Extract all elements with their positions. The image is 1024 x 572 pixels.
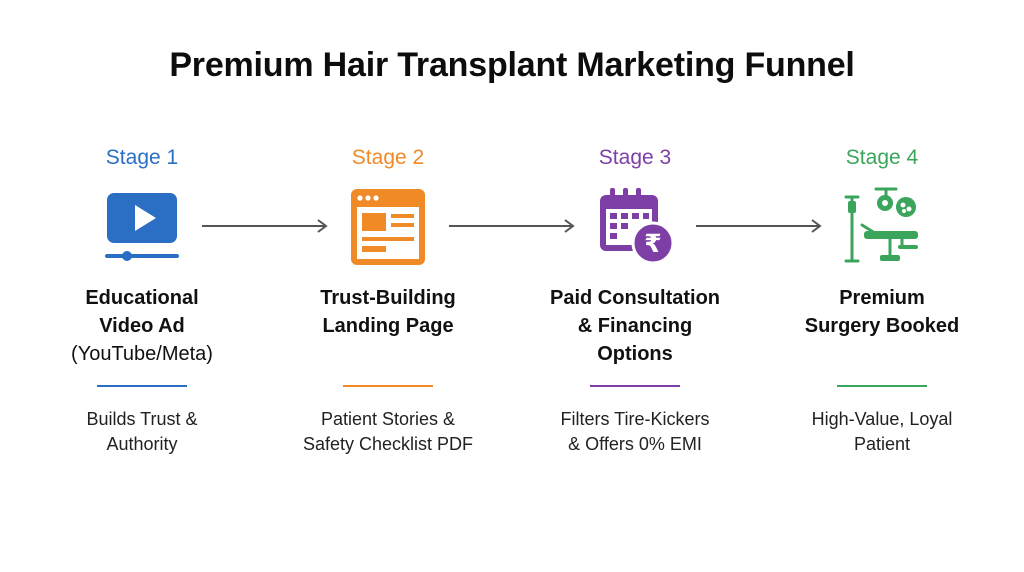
stage-4-heading-line1: Premium [839,287,925,309]
stage-1-heading: Educational Video Ad (YouTube/Meta) [27,284,257,368]
stage-2-heading: Trust-Building Landing Page [273,284,503,340]
stage-4-label: Stage 4 [845,146,919,169]
stage-3-heading-line3: Options [597,343,673,365]
stage-1-heading-line1: Educational [85,287,199,309]
stage-2-desc-line1: Patient Stories & [320,409,456,429]
surgery-table-icon [840,185,924,269]
stage-3-label: Stage 3 [598,146,672,169]
stage-3-divider [590,385,680,387]
stage-3-heading-line2: & Financing [577,315,693,337]
stage-2-label: Stage 2 [351,146,425,169]
stage-2: Stage 2 Trust-Building Landing Page Pati… [273,0,503,572]
arrow-right-icon [696,219,822,233]
stage-3-heading: Paid Consultation & Financing Options [520,284,750,368]
stage-3-desc-line2: & Offers 0% EMI [568,434,702,454]
diagram-title: Premium Hair Transplant Marketing Funnel [169,46,855,84]
stage-1-divider [97,385,187,387]
landing-page-icon [346,185,430,269]
stage-2-desc-line2: Safety Checklist PDF [302,434,474,454]
stage-4-divider [837,385,927,387]
stage-4: Stage 4 Premium Surgery Bo [767,0,997,572]
stage-4-desc-line1: High-Value, Loyal [811,409,953,429]
stage-3-heading-line1: Paid Consultation [550,287,720,309]
stage-2-heading-line1: Trust-Building [320,287,456,309]
stage-1-description: Builds Trust & Authority [27,407,257,457]
stage-3: Stage 3 ₹ Paid Consultation & Financing … [520,0,750,572]
stage-1-label: Stage 1 [105,146,179,169]
stage-4-heading: Premium Surgery Booked [767,284,997,340]
arrow-right-icon [202,219,328,233]
stage-3-description: Filters Tire-Kickers & Offers 0% EMI [520,407,750,457]
video-play-icon [100,185,184,269]
stage-4-desc-line2: Patient [853,434,911,454]
stage-4-heading-line2: Surgery Booked [804,315,960,337]
stage-4-description: High-Value, Loyal Patient [767,407,997,457]
stage-1-heading-sub: (YouTube/Meta) [71,343,213,365]
stage-1: Stage 1 Educational Video Ad (YouTube/Me… [27,0,257,572]
stage-1-heading-line2: Video Ad [99,315,185,337]
stage-3-desc-line1: Filters Tire-Kickers [560,409,710,429]
stage-2-heading-line2: Landing Page [322,315,454,337]
calendar-rupee-icon: ₹ [593,185,677,269]
stage-2-description: Patient Stories & Safety Checklist PDF [273,407,503,457]
stage-1-desc-line1: Builds Trust & [86,409,198,429]
svg-text:₹: ₹ [644,229,661,258]
arrow-right-icon [449,219,575,233]
stage-2-divider [343,385,433,387]
stage-1-desc-line2: Authority [106,434,178,454]
